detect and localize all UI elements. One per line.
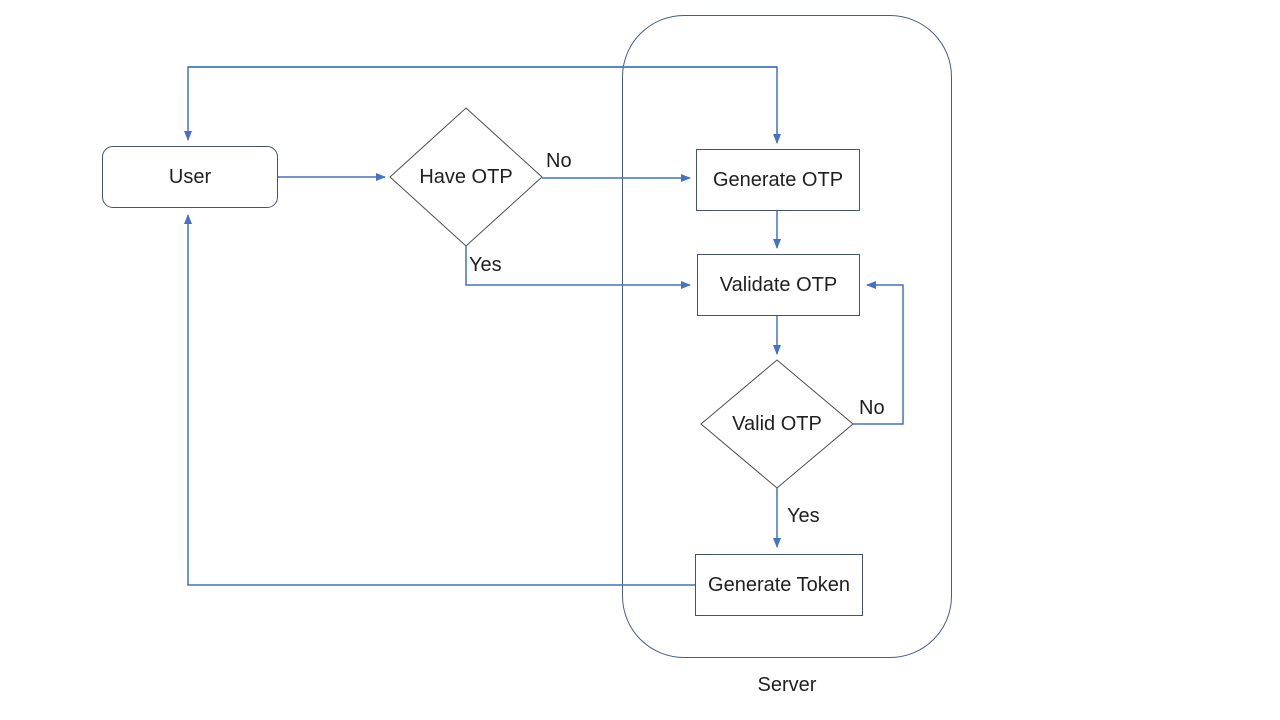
node-generate-token: Generate Token (695, 554, 863, 616)
node-generate-otp: Generate OTP (696, 149, 860, 211)
node-validate-otp: Validate OTP (697, 254, 860, 316)
edge-label-have-otp-no: No (546, 150, 572, 172)
node-valid-otp-label: Valid OTP (732, 413, 822, 435)
node-have-otp-label: Have OTP (419, 166, 513, 188)
edge-user-to-generate-otp-top (188, 66, 781, 144)
edge-valid-otp-no-loop-to-validate-otp (853, 281, 904, 425)
node-generate-otp-label: Generate OTP (712, 169, 844, 191)
edge-generate-token-to-user (184, 214, 695, 586)
edge-have-otp-yes-to-validate-otp (465, 246, 691, 289)
edge-label-valid-otp-yes: Yes (787, 505, 820, 527)
edge-label-have-otp-yes: Yes (469, 254, 502, 276)
server-container-label: Server (757, 674, 817, 696)
node-generate-token-label: Generate Token (708, 574, 850, 596)
node-user-label: User (168, 166, 212, 188)
server-container (622, 15, 952, 658)
node-user: User (102, 146, 278, 208)
edge-label-valid-otp-no: No (859, 397, 885, 419)
node-validate-otp-label: Validate OTP (719, 274, 838, 296)
